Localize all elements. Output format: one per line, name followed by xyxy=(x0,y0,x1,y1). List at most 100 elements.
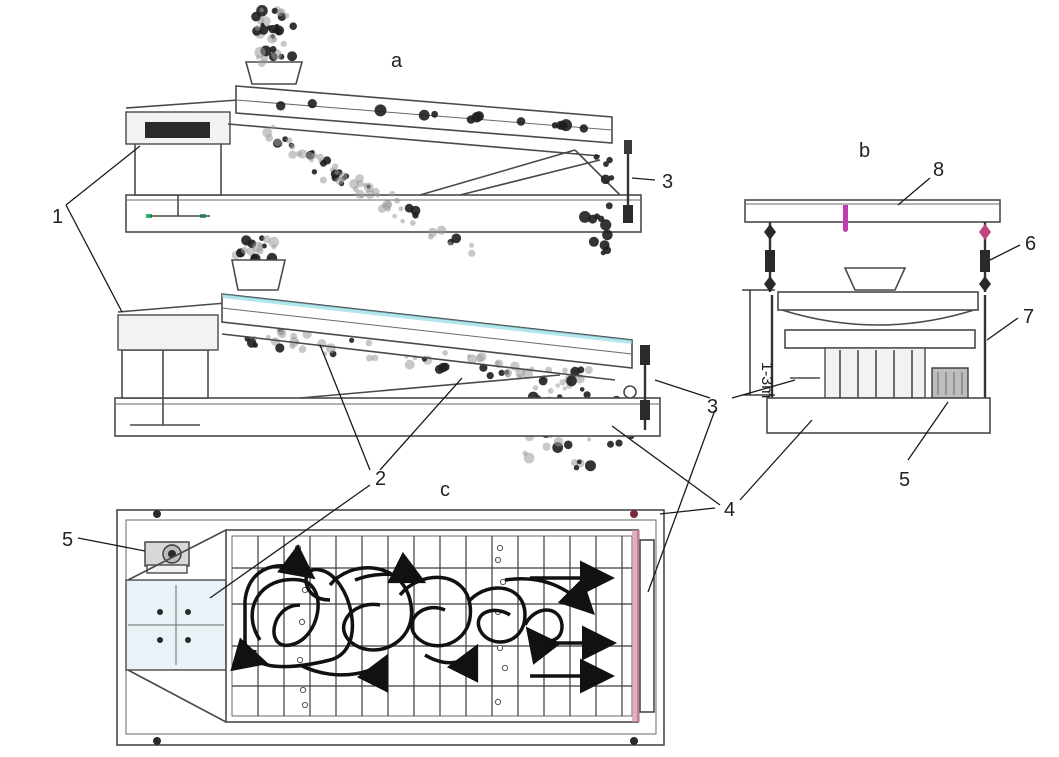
particle xyxy=(296,150,302,157)
particle xyxy=(602,229,613,241)
particle xyxy=(600,250,606,256)
upper-drive-housing xyxy=(134,142,222,196)
particle xyxy=(325,343,336,354)
particle xyxy=(447,241,452,246)
particle xyxy=(579,387,585,392)
particle xyxy=(563,440,573,450)
particle xyxy=(287,51,298,62)
screen-particle xyxy=(296,556,304,564)
callout-3-upper: 3 xyxy=(662,171,673,193)
screen-particle xyxy=(298,618,306,626)
particle xyxy=(573,465,580,471)
particle xyxy=(562,367,568,374)
panel-label-c: c xyxy=(440,479,450,501)
particle xyxy=(256,246,264,255)
particle xyxy=(436,225,447,235)
particle xyxy=(486,372,494,380)
particle xyxy=(404,203,414,213)
particle xyxy=(320,160,327,167)
particle xyxy=(498,369,505,376)
panel-a-lower-machine xyxy=(114,259,661,437)
particle xyxy=(365,339,373,347)
particle xyxy=(538,376,548,386)
particle xyxy=(431,110,438,118)
particle xyxy=(255,55,261,60)
particle xyxy=(393,197,401,204)
particle xyxy=(606,156,613,164)
particle xyxy=(285,137,293,144)
particle xyxy=(276,9,284,17)
panel-c-top-view xyxy=(116,509,665,746)
particle xyxy=(288,150,297,159)
particle xyxy=(400,219,405,224)
particle xyxy=(254,25,261,31)
callout-3-lower: 3 xyxy=(707,396,718,418)
particle xyxy=(583,391,591,399)
particle xyxy=(451,233,462,244)
screen-particle xyxy=(496,544,504,552)
particle xyxy=(467,354,477,365)
particle xyxy=(579,124,588,133)
panel-label-a: a xyxy=(391,50,403,72)
particle xyxy=(547,388,554,394)
material-particles-upper xyxy=(231,5,635,472)
particle xyxy=(607,440,614,448)
screen-particle xyxy=(294,544,302,552)
callout-2: 2 xyxy=(375,468,386,490)
panel-a-upper-machine xyxy=(125,61,642,233)
particle xyxy=(265,134,274,142)
material-flow-path xyxy=(230,544,617,694)
ceiling-beam xyxy=(744,199,1001,223)
particle xyxy=(275,343,285,353)
particle xyxy=(551,122,559,129)
particle xyxy=(516,117,526,126)
particle xyxy=(276,30,281,36)
end-view-chamber xyxy=(824,347,926,399)
particle xyxy=(398,206,404,212)
particle xyxy=(495,360,500,366)
panel-label-b: b xyxy=(859,140,870,162)
screen-particle xyxy=(296,656,304,664)
end-view-hopper xyxy=(843,267,907,291)
screen-particle xyxy=(494,698,502,706)
top-view-motor xyxy=(144,541,190,574)
upper-feed-hopper xyxy=(244,61,304,85)
particle xyxy=(587,437,592,442)
particle xyxy=(317,339,327,349)
particle xyxy=(319,176,327,184)
particle xyxy=(577,459,582,465)
particle xyxy=(510,361,520,371)
particle xyxy=(271,7,278,14)
particle xyxy=(584,366,593,375)
end-view-base xyxy=(766,397,991,434)
particle xyxy=(389,190,396,197)
upper-vibrator xyxy=(145,122,210,138)
particle xyxy=(271,244,277,250)
particle xyxy=(331,163,339,170)
screen-particle xyxy=(496,644,504,652)
screen-particle xyxy=(494,556,502,564)
particle xyxy=(283,13,290,19)
upper-base-frame xyxy=(125,194,642,233)
leader-lines xyxy=(65,145,1021,599)
particle xyxy=(566,375,577,387)
particle xyxy=(479,363,488,372)
particle xyxy=(427,227,438,237)
particle xyxy=(553,437,564,447)
particle xyxy=(605,202,613,210)
particle xyxy=(571,458,579,467)
particle xyxy=(338,172,348,181)
lower-drive-housing xyxy=(121,349,209,399)
particle xyxy=(412,212,419,219)
particle xyxy=(469,242,474,248)
particle xyxy=(273,138,282,147)
screen-particle xyxy=(499,578,507,586)
callout-4: 4 xyxy=(724,499,735,521)
particle xyxy=(349,337,355,343)
particle xyxy=(268,24,277,34)
particle xyxy=(258,25,269,35)
particle xyxy=(588,236,599,247)
particle xyxy=(615,439,623,447)
particle xyxy=(418,109,430,121)
callout-5-end-view: 5 xyxy=(899,469,910,491)
